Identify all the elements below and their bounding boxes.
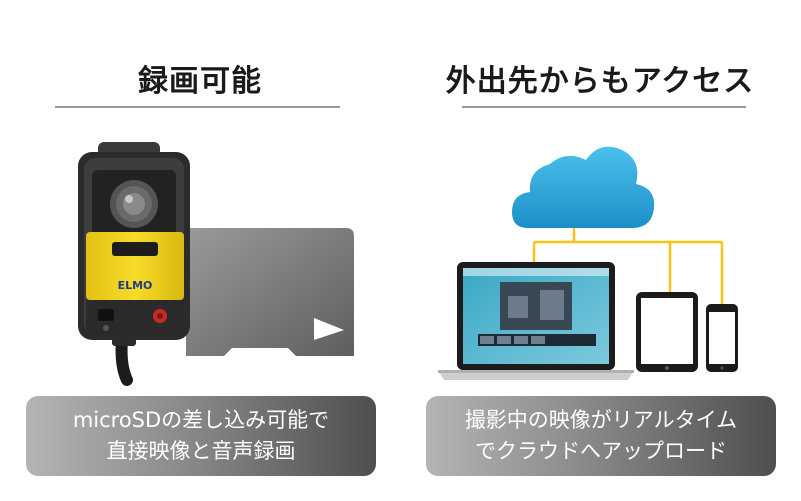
remote-access-panel: 外出先からもアクセス (400, 0, 800, 501)
microsd-card-icon (186, 228, 354, 356)
recording-panel: 録画可能 (0, 0, 400, 501)
remote-access-heading: 外出先からもアクセス (445, 64, 755, 99)
laptop-icon (438, 262, 634, 380)
heading-divider (55, 106, 340, 108)
cloud-icon (512, 146, 655, 228)
cloud-connector-lines (532, 228, 724, 304)
recording-heading: 録画可能 (138, 64, 262, 99)
recording-caption: microSDの差し込み可能で 直接映像と音声録画 (26, 396, 376, 476)
heading-divider (462, 106, 746, 108)
elmo-camera-icon: ELMO (78, 142, 190, 340)
camera-microsd-illustration: ELMO (78, 142, 354, 386)
remote-access-caption-line2: でクラウドへアップロード (475, 439, 727, 463)
smartphone-icon (706, 304, 738, 372)
recording-caption-line1: microSDの差し込み可能で (72, 408, 330, 432)
remote-access-caption-line1: 撮影中の映像がリアルタイム (464, 408, 738, 432)
camera-brand-label: ELMO (118, 279, 153, 292)
tablet-icon (636, 292, 698, 372)
remote-access-caption: 撮影中の映像がリアルタイム でクラウドへアップロード (426, 396, 776, 476)
recording-caption-line2: 直接映像と音声録画 (106, 439, 296, 463)
cloud-devices-illustration (438, 146, 738, 380)
